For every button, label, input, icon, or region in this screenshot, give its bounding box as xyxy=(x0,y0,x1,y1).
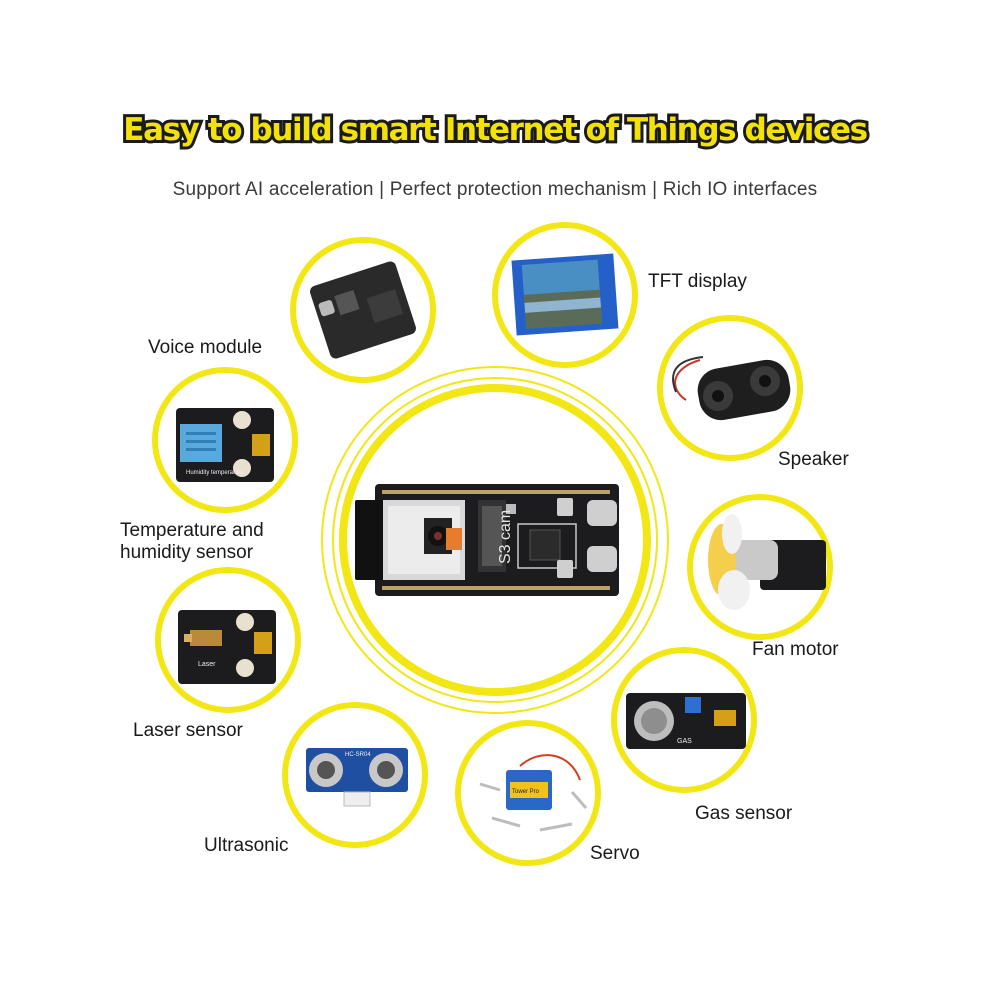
gas-sensor-icon: GAS xyxy=(626,693,746,749)
dht-sensor-icon: Humidity temperature xyxy=(176,408,274,482)
servo-board-text: Tower Pro xyxy=(512,789,540,795)
ultrasonic-label: Ultrasonic xyxy=(204,835,289,856)
fan-motor-label: Fan motor xyxy=(752,639,839,660)
laser-board-text: Laser xyxy=(198,661,216,668)
laser-sensor-label: Laser sensor xyxy=(133,720,243,741)
fan-motor-icon xyxy=(708,514,826,610)
ultrasonic-sensor-icon: HC-SR04 xyxy=(306,748,408,807)
lcd-screen-icon xyxy=(511,253,619,336)
tft-display-label: TFT display xyxy=(648,271,747,292)
board-silkscreen: S3 cam xyxy=(497,510,514,564)
servo-label: Servo xyxy=(590,843,640,864)
board-pin-rows xyxy=(382,490,610,590)
speaker-label: Speaker xyxy=(778,449,849,470)
dht-board-text: Humidity temperature xyxy=(186,470,244,476)
gas-board-text: GAS xyxy=(677,738,692,745)
temperature-humidity-label: Temperature and humidity sensor xyxy=(120,520,264,563)
ultrasonic-board-text: HC-SR04 xyxy=(345,752,371,758)
usb-c-ports xyxy=(587,500,617,572)
central-rings xyxy=(321,366,669,714)
servo-motor-icon: Tower Pro xyxy=(479,754,588,832)
reset-buttons xyxy=(557,498,573,578)
esp32-s3-cam-board: S3 cam xyxy=(355,484,619,596)
speaker-icon xyxy=(672,356,791,421)
gas-sensor-label: Gas sensor xyxy=(695,803,793,824)
page-subtitle: Support AI acceleration | Perfect protec… xyxy=(172,179,818,200)
page-title: Easy to build smart Internet of Things d… xyxy=(120,109,871,151)
laser-module-icon: Laser xyxy=(178,610,276,684)
voice-module-icon xyxy=(310,261,416,359)
voice-module-label: Voice module xyxy=(148,337,263,358)
